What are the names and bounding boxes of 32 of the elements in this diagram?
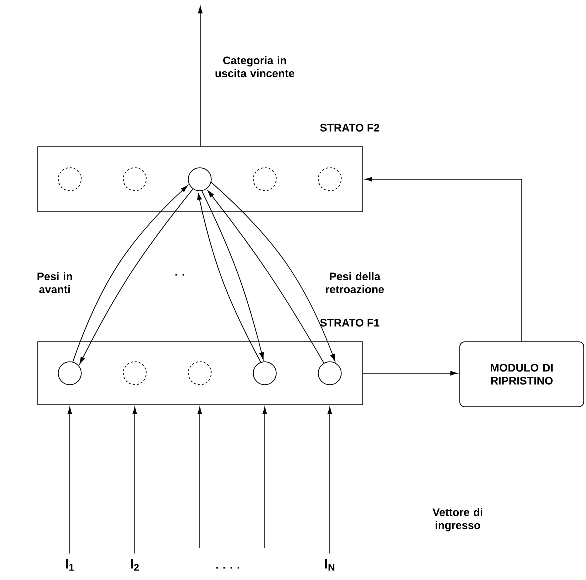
arrow — [198, 407, 202, 548]
annotation-text: Pesi della retroazione — [326, 272, 384, 294]
neuron-circle — [123, 168, 147, 192]
layer-title: STRATO F1 — [320, 319, 380, 327]
arrow — [68, 407, 72, 414]
arrow — [132, 407, 138, 414]
input-label: I$_{N}$ — [325, 559, 335, 571]
neuron-circle — [188, 168, 212, 192]
arrow — [198, 6, 203, 147]
input-label: I$_{2}$ — [131, 559, 140, 571]
annotation-text: Categoria in uscita vincente — [216, 56, 295, 78]
input-label: I$_{1}$ — [66, 559, 74, 571]
annotation-text: Vettore di ingresso — [432, 508, 482, 532]
annotation-text: Pesi in avanti — [38, 272, 72, 294]
arrow — [328, 407, 332, 414]
arrow — [208, 190, 324, 364]
neuron-circle — [188, 362, 212, 386]
arrow — [365, 177, 522, 342]
layer-title: STRATO F2 — [320, 124, 380, 132]
ellipsis-dots: . . . . — [216, 567, 240, 569]
neuron-circle — [123, 362, 147, 386]
ellipsis-dots: . . — [176, 274, 184, 276]
neuron-circle — [58, 362, 82, 386]
neuron-circle — [253, 362, 277, 386]
neuron-circle — [253, 168, 277, 192]
neuron-circle — [318, 362, 342, 386]
neuron-circle — [58, 168, 82, 192]
neuron-circle — [318, 168, 342, 192]
arrow — [211, 182, 336, 362]
arrow — [262, 407, 268, 548]
module-box: MODULO DI RIPRISTINO — [460, 342, 584, 408]
arrow — [363, 371, 458, 376]
